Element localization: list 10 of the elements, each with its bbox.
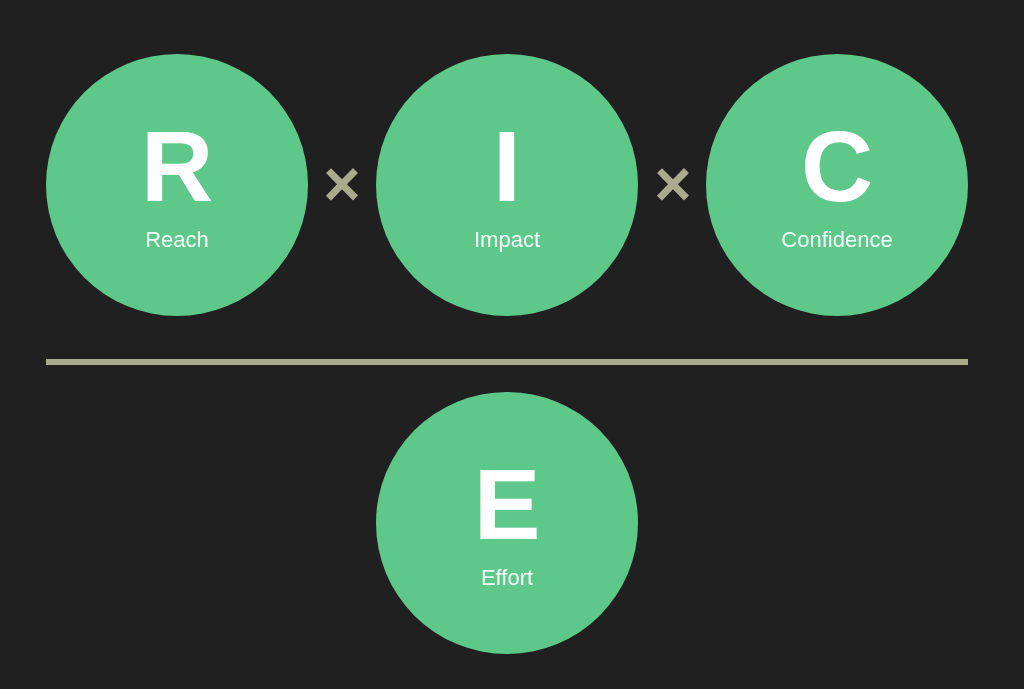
letter-heading: C bbox=[800, 116, 874, 216]
node-label: Reach bbox=[145, 227, 209, 253]
node-label: Effort bbox=[480, 565, 534, 591]
node-label: Confidence bbox=[781, 227, 893, 253]
multiply-sign: × bbox=[322, 152, 362, 216]
letter-heading: I bbox=[493, 116, 521, 216]
letter-heading: E bbox=[473, 454, 541, 554]
letter-heading: R bbox=[140, 116, 214, 216]
multiply-sign: × bbox=[653, 152, 693, 216]
node-label: Impact bbox=[474, 227, 540, 253]
